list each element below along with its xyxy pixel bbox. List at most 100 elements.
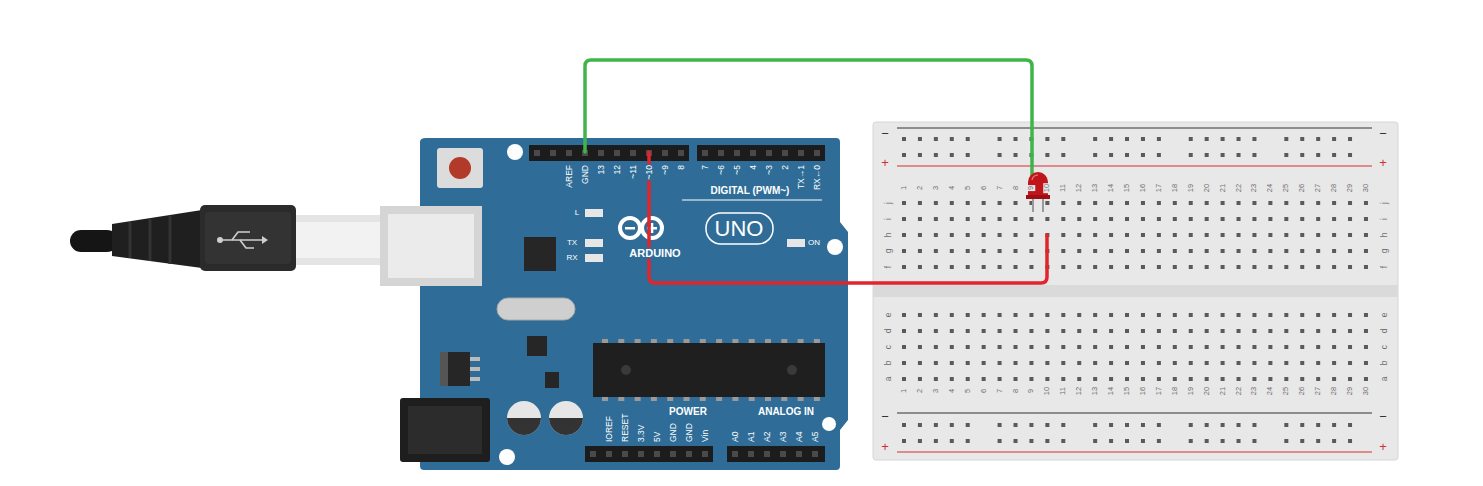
row-letter: d [884, 328, 893, 335]
breadboard-hole [998, 313, 1002, 317]
row-letter: c [884, 344, 893, 350]
breadboard-hole [1093, 249, 1097, 253]
breadboard-hole [982, 217, 986, 221]
breadboard-hole [1268, 249, 1272, 253]
breadboard-hole [934, 233, 938, 237]
breadboard-hole [1061, 249, 1065, 253]
breadboard-hole [902, 313, 906, 317]
breadboard-hole [1348, 265, 1352, 269]
arduino-board [380, 138, 848, 470]
rail-hole [1237, 423, 1241, 427]
breadboard-hole [1316, 361, 1320, 365]
row-letter: a [884, 376, 893, 383]
row-letter: e [884, 312, 893, 319]
breadboard-hole [1237, 345, 1241, 349]
header-title: POWER [668, 407, 708, 417]
rail-hole [1045, 137, 1049, 141]
breadboard-hole [918, 345, 922, 349]
rail-hole [1237, 137, 1241, 141]
rail-hole [966, 153, 970, 157]
rail-hole [1237, 153, 1241, 157]
chip-pin [814, 339, 820, 343]
rail-sign: + [881, 440, 889, 453]
header-pin [638, 451, 644, 457]
breadboard-hole [1189, 377, 1193, 381]
breadboard-hole [1221, 217, 1225, 221]
breadboard-hole [982, 345, 986, 349]
breadboard-hole [1364, 329, 1368, 333]
breadboard-hole [950, 249, 954, 253]
breadboard-hole [1093, 313, 1097, 317]
rail-hole [1014, 423, 1018, 427]
row-letter: h [1380, 232, 1389, 239]
row-letter: c [1380, 344, 1389, 350]
row-letter: b [884, 360, 893, 367]
row-letter: f [884, 265, 893, 269]
breadboard-hole [1316, 201, 1320, 205]
chip-pin [781, 397, 787, 401]
rail-hole [1252, 439, 1256, 443]
breadboard-hole [918, 329, 922, 333]
rail-hole [918, 153, 922, 157]
breadboard-hole [1237, 329, 1241, 333]
rail-hole [1237, 439, 1241, 443]
rail-hole [1109, 153, 1113, 157]
header-pin [718, 150, 724, 156]
breadboard-hole [1316, 329, 1320, 333]
breadboard-hole [1316, 377, 1320, 381]
breadboard-hole [1252, 377, 1256, 381]
rail-hole [1045, 153, 1049, 157]
breadboard-hole [998, 265, 1002, 269]
breadboard-hole [1125, 377, 1129, 381]
rail-hole [1300, 439, 1304, 443]
breadboard-hole [1061, 201, 1065, 205]
breadboard-hole [1205, 201, 1209, 205]
breadboard-hole [1014, 201, 1018, 205]
breadboard-hole [950, 345, 954, 349]
column-number: 14 [1107, 386, 1115, 396]
pin-label: ~9 [661, 164, 670, 176]
breadboard-hole [1268, 361, 1272, 365]
breadboard-hole [966, 249, 970, 253]
breadboard-hole [1348, 345, 1352, 349]
breadboard-hole [1332, 249, 1336, 253]
led-label: L [574, 209, 580, 217]
pin-label: IOREF [605, 415, 614, 443]
header-pin [686, 451, 692, 457]
column-number: 25 [1283, 183, 1291, 193]
rail-hole [1205, 137, 1209, 141]
pin-label: RESET [621, 413, 630, 443]
breadboard-hole [1014, 345, 1018, 349]
pin-label: TX→1 [797, 164, 806, 190]
rail-sign: − [1379, 127, 1387, 140]
pin-label: 3.3V [637, 424, 646, 444]
breadboard-hole [1205, 249, 1209, 253]
header-pin [654, 451, 660, 457]
header-pin [678, 150, 684, 156]
breadboard-hole [902, 377, 906, 381]
breadboard-hole [902, 233, 906, 237]
breadboard-hole [1077, 265, 1081, 269]
breadboard-hole [1221, 201, 1225, 205]
breadboard-hole [1173, 217, 1177, 221]
row-letter: a [1380, 376, 1389, 383]
pin-label: A1 [747, 431, 756, 443]
breadboard-hole [1205, 233, 1209, 237]
column-number: 27 [1314, 183, 1322, 193]
column-number: 30 [1362, 386, 1370, 396]
breadboard-hole [1061, 233, 1065, 237]
breadboard-hole [1157, 265, 1161, 269]
chip-pin [667, 339, 673, 343]
breadboard-hole [1093, 233, 1097, 237]
breadboard-hole [1093, 265, 1097, 269]
breadboard-hole [1189, 361, 1193, 365]
breadboard-hole [1125, 361, 1129, 365]
column-number: 7 [996, 185, 1004, 191]
column-number: 29 [1346, 386, 1354, 396]
breadboard-hole [1077, 249, 1081, 253]
rail-hole [1157, 137, 1161, 141]
breadboard-hole [1252, 345, 1256, 349]
breadboard-hole [1157, 361, 1161, 365]
breadboard-hole [1332, 217, 1336, 221]
rail-hole [950, 137, 954, 141]
